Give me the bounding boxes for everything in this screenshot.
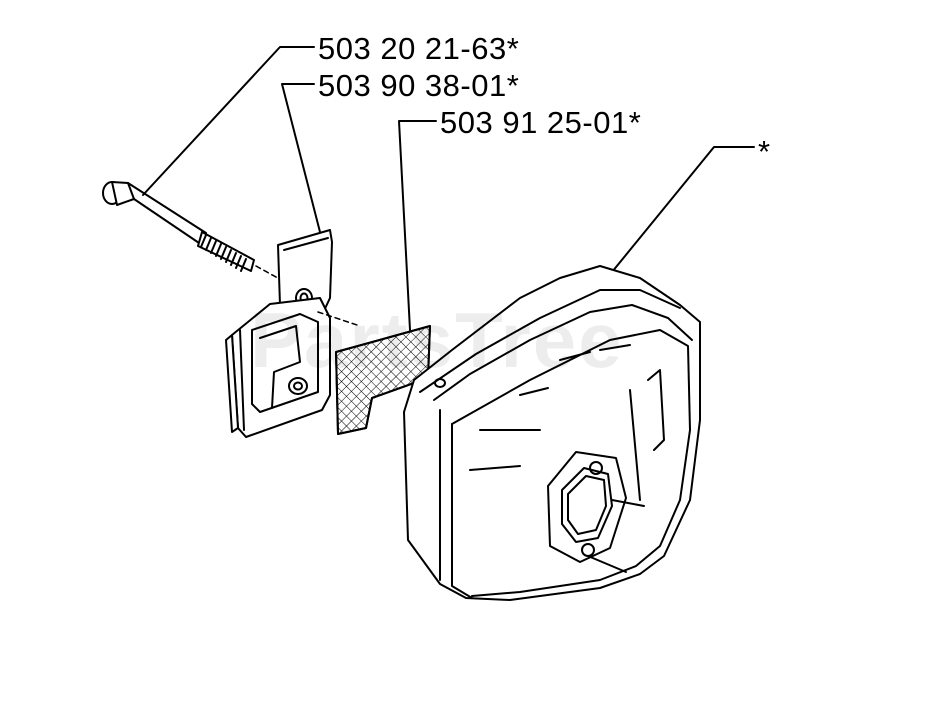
- bolt-part: [102, 181, 297, 289]
- leader-line-bracket: [281, 83, 321, 233]
- callout-label-screen: 503 91 25-01*: [440, 105, 642, 140]
- back-plate-part: [225, 297, 331, 438]
- screen-part: [317, 311, 431, 435]
- callout-label-bolt: 503 20 21-63*: [318, 31, 520, 66]
- leader-line-bolt: [142, 46, 315, 196]
- callout-label-bracket: 503 90 38-01*: [318, 68, 520, 103]
- muffler-exhaust-port: [547, 451, 645, 573]
- watermark-text: PartsTree: [250, 296, 624, 384]
- leader-line-muffler: [611, 146, 755, 273]
- muffler-part: [403, 265, 701, 601]
- leader-line-screen: [398, 120, 437, 331]
- callout-label-muffler: *: [758, 134, 771, 169]
